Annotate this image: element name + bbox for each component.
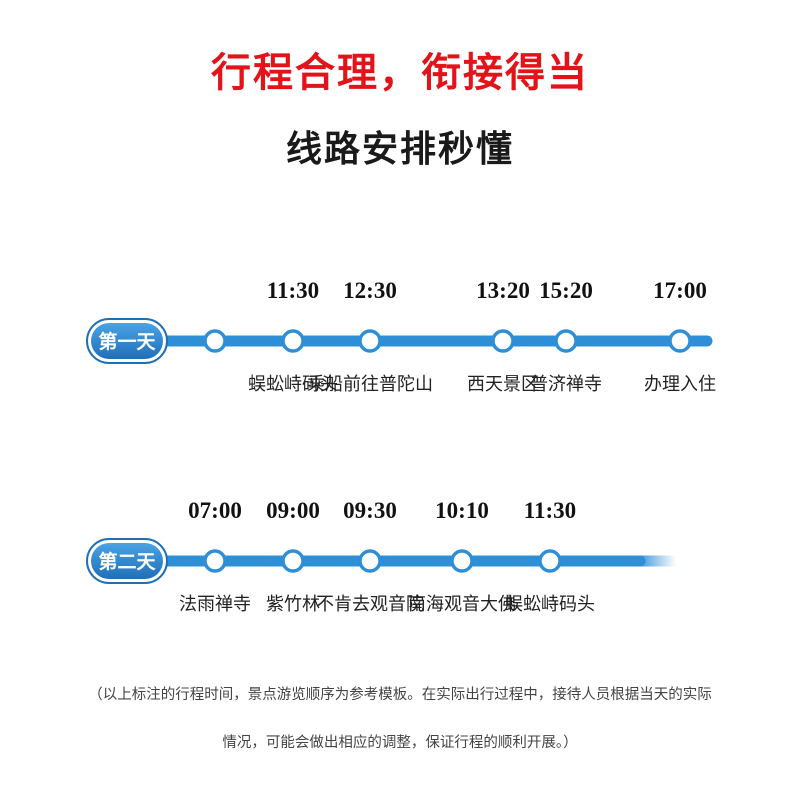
stop-place: 蜈蚣峙码头 bbox=[505, 594, 595, 615]
stop-marker bbox=[358, 549, 382, 573]
disclaimer-note-line-2: 情况，可能会做出相应的调整，保证行程的顺利开展。） bbox=[222, 735, 578, 751]
page-title: 行程合理，衔接得当 bbox=[211, 49, 589, 96]
stop-time: 09:00 bbox=[266, 498, 320, 523]
stop-place: 普济禅寺 bbox=[530, 374, 602, 395]
stop-place: 不肯去观音院 bbox=[316, 594, 424, 615]
stop-marker bbox=[203, 329, 227, 353]
stop-place: 南海观音大佛 bbox=[408, 594, 516, 615]
disclaimer-note-line-1: （以上标注的行程时间，景点游览顺序为参考模板。在实际出行过程中，接待人员根据当天… bbox=[88, 687, 712, 703]
stop-marker bbox=[450, 549, 474, 573]
stop-time: 17:00 bbox=[653, 278, 707, 303]
stop-place: 办理入住 bbox=[644, 374, 716, 395]
stop-time: 09:30 bbox=[343, 498, 397, 523]
stop-place: 蜈蚣峙码头 bbox=[248, 374, 338, 395]
timeline-line-fade bbox=[636, 555, 676, 567]
stop-time: 11:30 bbox=[523, 498, 577, 523]
stop-place: 法雨禅寺 bbox=[179, 594, 251, 615]
page-subtitle: 线路安排秒懂 bbox=[285, 128, 514, 170]
stop-time: 13:20 bbox=[476, 278, 530, 303]
stop-time: 07:00 bbox=[188, 498, 242, 523]
day-badge-fill bbox=[91, 543, 163, 579]
stop-marker bbox=[554, 329, 578, 353]
stop-place: 紫竹林 bbox=[266, 594, 320, 615]
stop-time: 12:30 bbox=[343, 278, 397, 303]
stop-time: 11:30 bbox=[266, 278, 320, 303]
day-badge-fill bbox=[91, 323, 163, 359]
stop-marker bbox=[491, 329, 515, 353]
day-badge: 第一天 bbox=[86, 318, 168, 364]
stop-marker bbox=[668, 329, 692, 353]
stop-marker bbox=[281, 329, 305, 353]
day-badge-label: 第二天 bbox=[98, 550, 156, 573]
stop-place: 西天景区 bbox=[467, 374, 539, 395]
stop-marker bbox=[281, 549, 305, 573]
stop-marker bbox=[203, 549, 227, 573]
stop-marker bbox=[358, 329, 382, 353]
day-badge-label: 第一天 bbox=[98, 330, 156, 353]
stop-marker bbox=[538, 549, 562, 573]
stop-place: 乘船前往普陀山 bbox=[307, 374, 433, 395]
day-badge: 第二天 bbox=[86, 538, 168, 584]
stop-time: 15:20 bbox=[539, 278, 593, 303]
stop-time: 10:10 bbox=[435, 498, 489, 523]
